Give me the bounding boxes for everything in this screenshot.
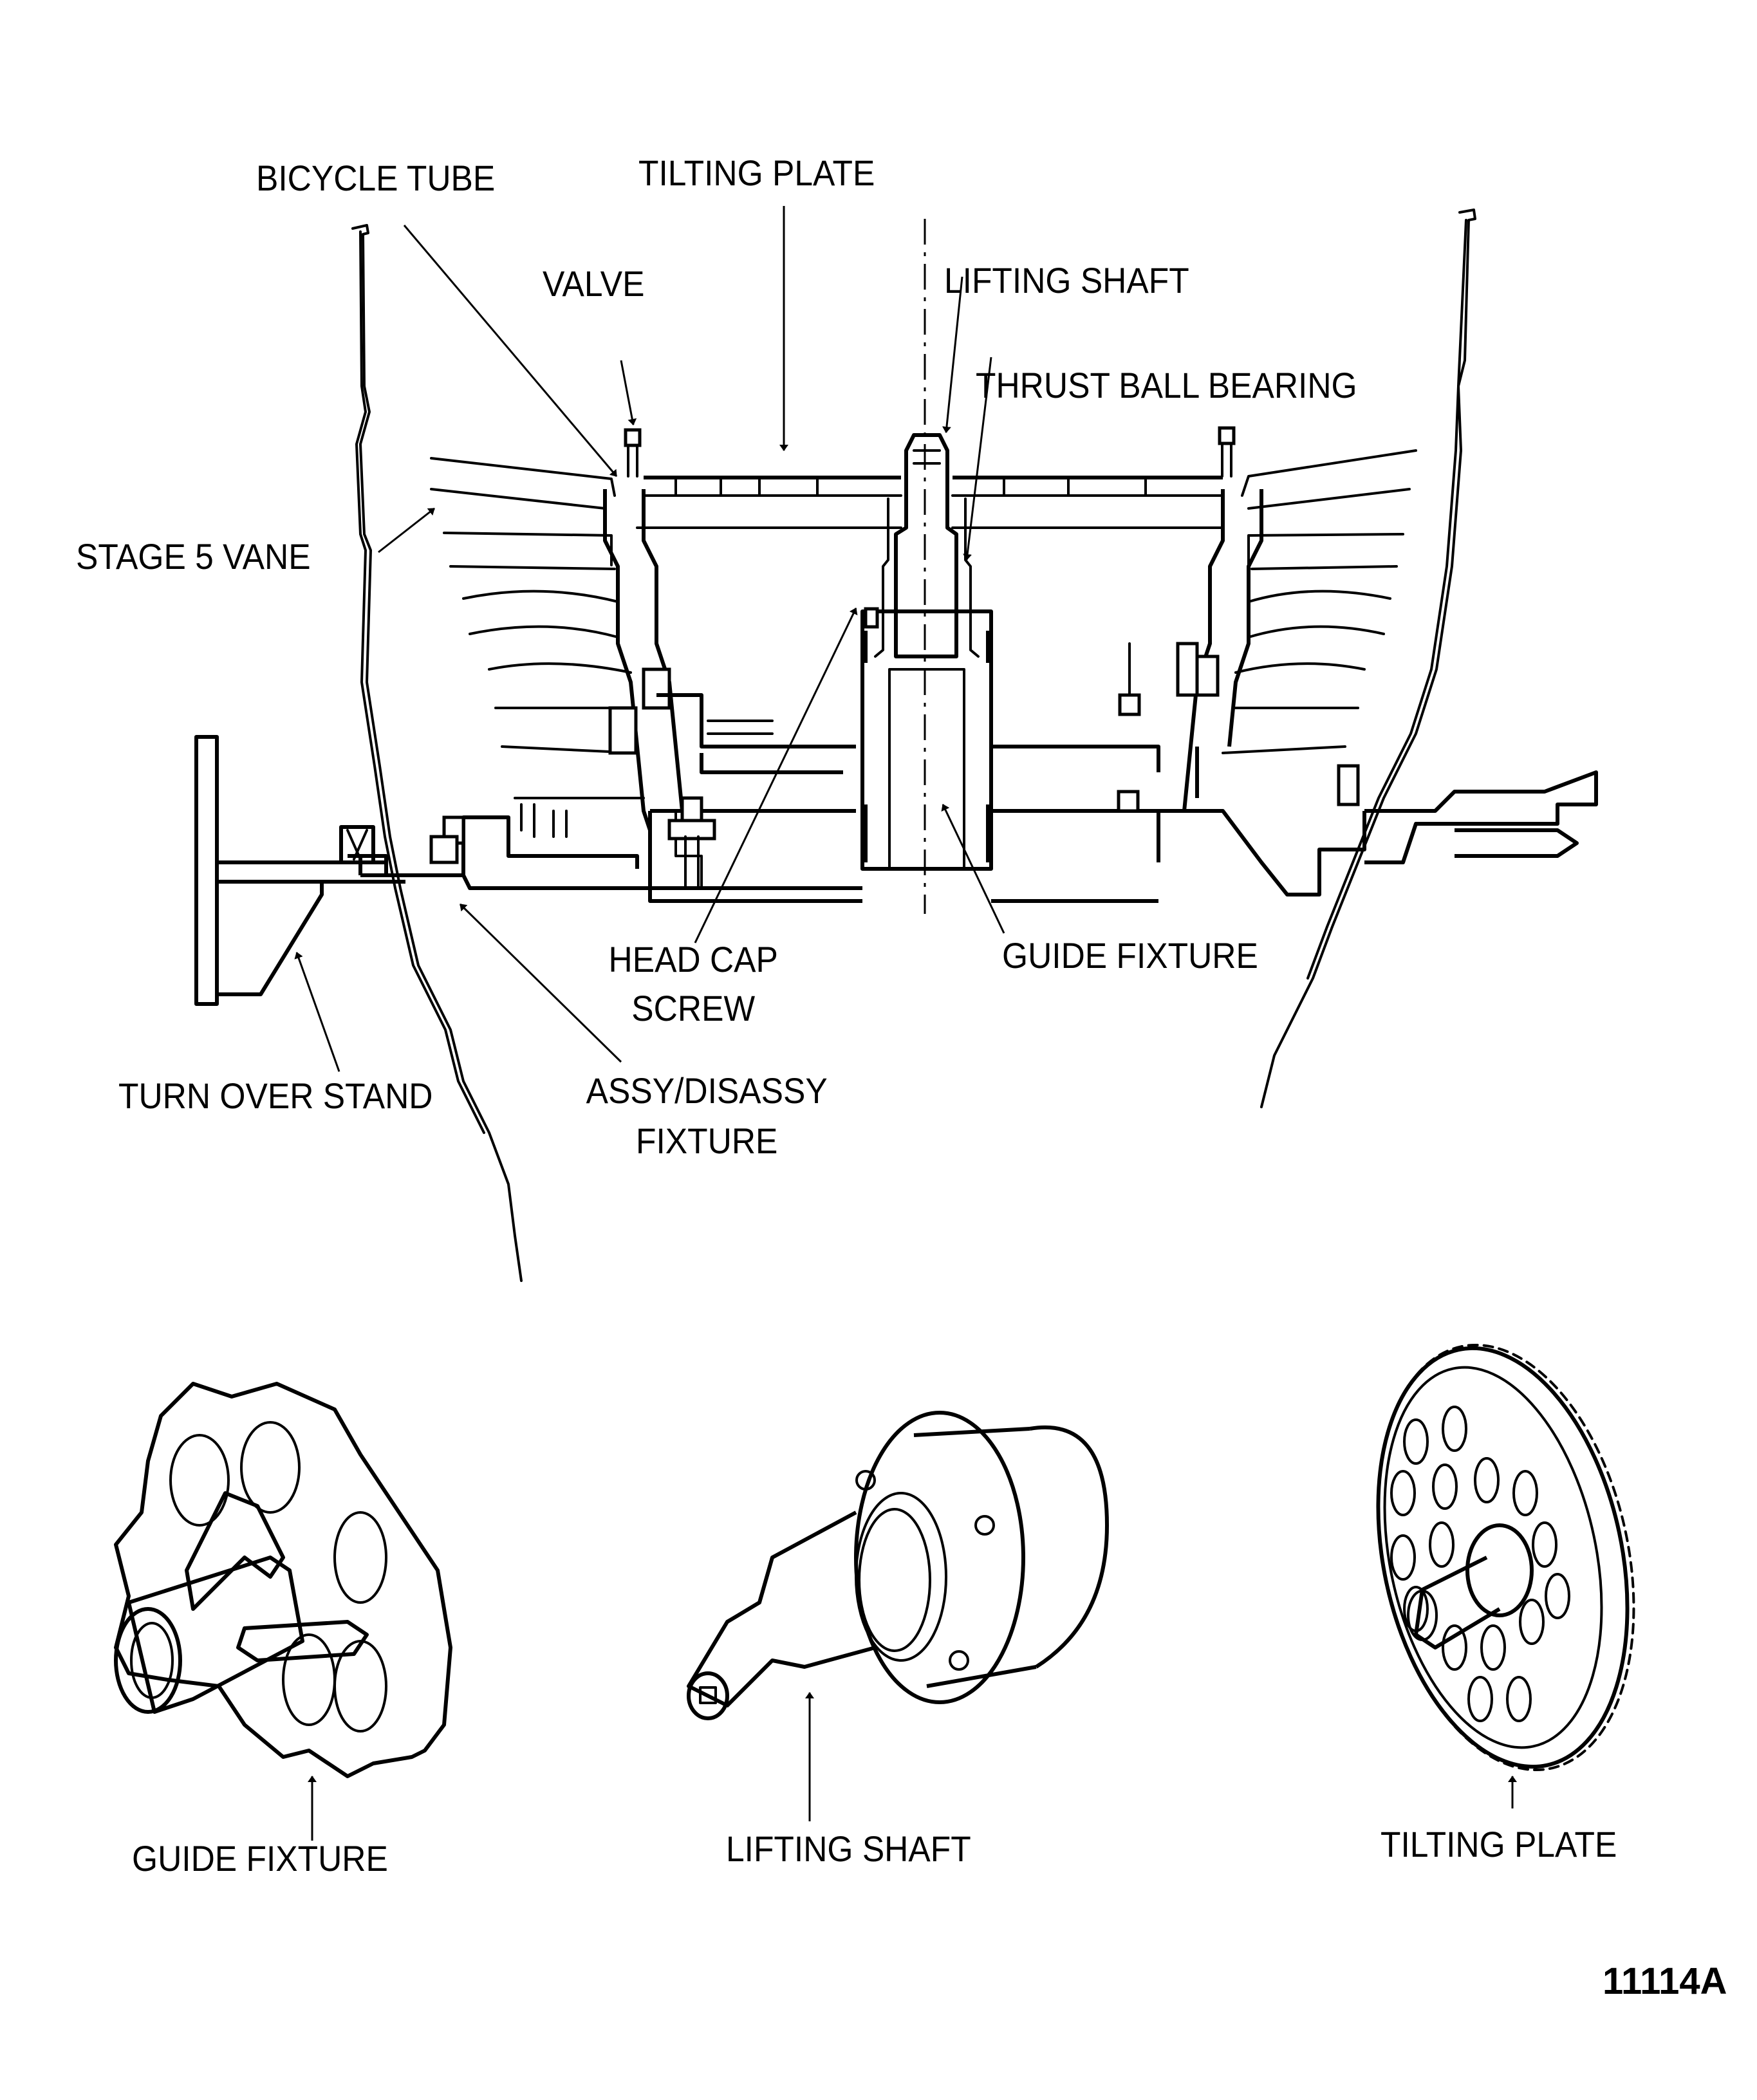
label-stage5-vane: STAGE 5 VANE xyxy=(76,536,311,577)
leader-lines xyxy=(294,206,1005,1072)
label-head-cap-screw-line1: HEAD CAP xyxy=(608,939,778,980)
tilting-plate-illustration xyxy=(1376,1343,1635,1808)
leader-stage5-vane xyxy=(378,507,435,553)
lifting-shaft-illustration xyxy=(687,1411,1109,1821)
leader-assy-disassy-fixture xyxy=(459,903,622,1063)
leader-head-cap-screw xyxy=(694,608,858,943)
left-vane-stack xyxy=(430,457,684,831)
leader-guide-fixture xyxy=(941,804,1005,934)
assy-disassy-fixture-section xyxy=(348,642,1598,903)
label-tilting-plate-component: TILTING PLATE xyxy=(1380,1824,1617,1864)
tilting-plate-holes xyxy=(1390,1406,1570,1722)
label-turn-over-stand: TURN OVER STAND xyxy=(118,1075,433,1116)
lifting-shaft-section xyxy=(874,433,980,658)
label-lifting-shaft: LIFTING SHAFT xyxy=(944,260,1189,301)
label-tilting-plate: TILTING PLATE xyxy=(638,153,875,193)
cross-section-assembly xyxy=(194,209,1598,1282)
leader-thrust-ball-bearing xyxy=(963,357,992,561)
right-vane-stack xyxy=(1176,449,1417,812)
valve-body xyxy=(624,428,642,447)
label-lifting-shaft-component: LIFTING SHAFT xyxy=(726,1828,971,1869)
label-assy-disassy-line2: FIXTURE xyxy=(636,1120,778,1161)
label-thrust-ball-bearing: THRUST BALL BEARING xyxy=(976,365,1357,405)
guide-fixture-illustration xyxy=(114,1382,452,1841)
leader-turn-over-stand xyxy=(294,952,340,1072)
guide-fixture-section xyxy=(860,607,993,871)
label-valve: VALVE xyxy=(543,263,645,304)
right-casing-outline xyxy=(1260,209,1476,1108)
label-head-cap-screw-line2: SCREW xyxy=(631,988,756,1028)
figure-number: 11114A xyxy=(1603,1960,1727,2002)
turn-over-stand-section xyxy=(194,735,405,1006)
label-guide-fixture-component: GUIDE FIXTURE xyxy=(132,1838,388,1879)
label-guide-fixture: GUIDE FIXTURE xyxy=(1002,935,1258,976)
label-bicycle-tube: BICYCLE TUBE xyxy=(256,158,496,198)
leader-lifting-shaft xyxy=(942,276,963,433)
left-casing-outline xyxy=(351,224,523,1282)
tilting-plate-section xyxy=(624,426,1236,529)
leader-valve xyxy=(620,360,637,425)
label-assy-disassy-line1: ASSY/DISASSY xyxy=(586,1070,828,1111)
leader-bicycle-tube xyxy=(403,225,618,477)
